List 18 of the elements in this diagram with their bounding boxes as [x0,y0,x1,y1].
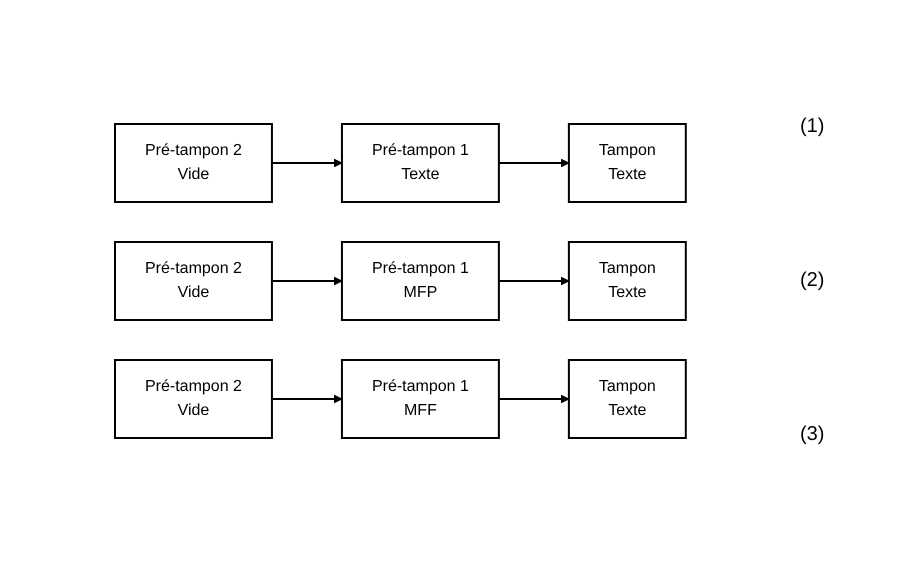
row-number: (2) [800,268,826,292]
node-box: Pré-tampon 2 Vide [114,358,273,438]
arrow [272,276,342,285]
arrow [498,158,569,167]
node-box: Pré-tampon 1 MFP [340,240,500,320]
arrow [272,394,342,403]
node-box: Tampon Texte [567,122,686,202]
row-number: (3) [800,422,826,446]
node-box: Pré-tampon 2 Vide [114,122,273,202]
node-box: Pré-tampon 1 Texte [340,122,500,202]
arrow [498,394,569,403]
arrow [272,158,342,167]
arrow [498,276,569,285]
node-box: Tampon Texte [567,358,686,438]
node-box: Pré-tampon 2 Vide [114,240,273,320]
node-box: Pré-tampon 1 MFF [340,358,500,438]
node-box: Tampon Texte [567,240,686,320]
row-number: (1) [800,115,826,138]
